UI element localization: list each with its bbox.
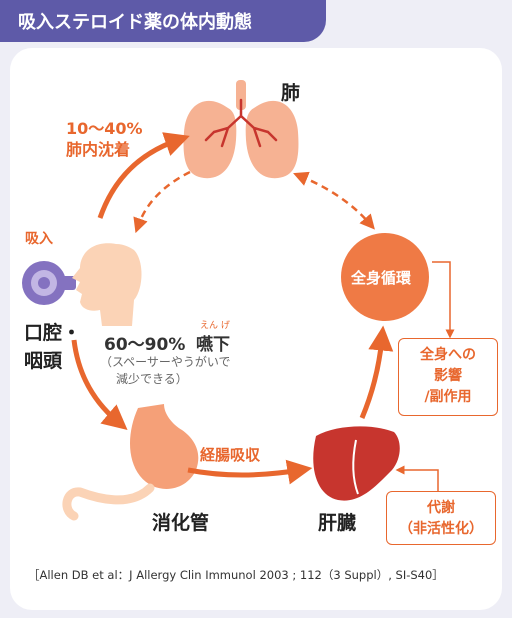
swallow-ruby: えん げ xyxy=(200,321,230,331)
header-banner: 吸入ステロイド薬の体内動態 xyxy=(0,0,326,42)
arrow-metabolism-to-liver xyxy=(395,465,439,491)
absorption-label: 経腸吸収 xyxy=(200,446,261,464)
circulation-label: 全身循環 xyxy=(351,269,412,287)
arrow-lung-to-mouth-dashed xyxy=(133,170,191,234)
swallow-label: 嚥下 xyxy=(196,335,230,355)
citation: ［Allen DB et al：J Allergy Clin Immunol 2… xyxy=(28,568,444,582)
circulation-circle xyxy=(341,233,429,321)
arrow-stomach-to-liver xyxy=(187,459,313,485)
arrow-mouth-to-stomach xyxy=(71,339,128,431)
metabolism-line2: （非活性化） xyxy=(399,521,483,537)
stomach-icon xyxy=(62,404,199,521)
arrow-circulation-to-effects xyxy=(432,261,455,339)
inhaler-icon xyxy=(22,261,76,305)
lungs-icon xyxy=(183,80,299,179)
effects-box: 全身への 影響 /副作用 xyxy=(398,338,498,416)
stomach-label: 消化管 xyxy=(152,512,210,534)
swallow-percent: 60〜90% xyxy=(104,335,186,355)
lung-deposit-label: 肺内沈着 xyxy=(66,140,131,159)
arrow-liver-to-circulation xyxy=(359,325,394,419)
head-icon xyxy=(72,243,142,326)
mouth-label-line1: 口腔・ xyxy=(24,322,82,344)
mouth-label-line2: 咽頭 xyxy=(24,350,63,372)
metabolism-line1: 代謝 xyxy=(427,500,455,516)
inhale-label: 吸入 xyxy=(25,231,53,247)
effects-line3: /副作用 xyxy=(424,389,472,405)
effects-line2: 影響 xyxy=(434,368,462,384)
swallow-note-line1: （スペーサーやうがいで xyxy=(100,355,231,369)
arrow-lung-circulation-dashed xyxy=(293,171,375,230)
effects-line1: 全身への xyxy=(420,347,476,363)
page-title: 吸入ステロイド薬の体内動態 xyxy=(18,12,252,33)
liver-icon xyxy=(313,426,400,501)
arrow-mouth-to-lung xyxy=(97,132,190,219)
lung-deposit-percent: 10〜40% xyxy=(66,119,143,138)
liver-label: 肝臓 xyxy=(318,512,357,534)
metabolism-box: 代謝 （非活性化） xyxy=(386,491,496,545)
swallow-note-line2: 減少できる） xyxy=(116,372,188,386)
lung-label: 肺 xyxy=(281,82,301,104)
